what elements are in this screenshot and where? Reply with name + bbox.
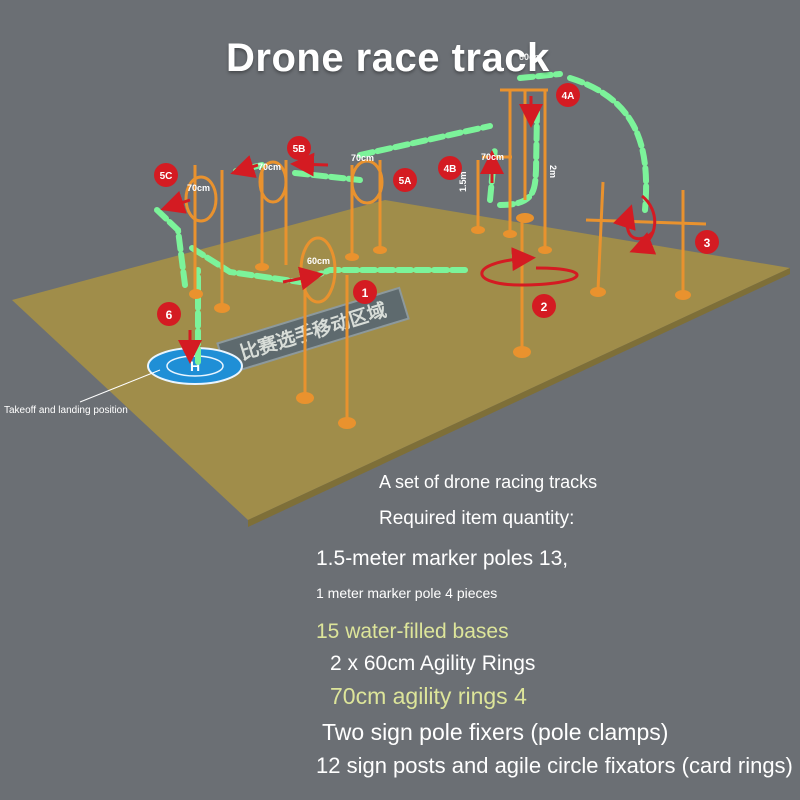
dim-5c-70cm: 70cm (187, 183, 210, 193)
svg-text:1: 1 (362, 286, 369, 300)
ground-board (12, 200, 790, 520)
item-60cm-rings: 2 x 60cm Agility Rings (330, 652, 536, 675)
marker-3: 3 (695, 230, 719, 254)
ground-board-edge (248, 268, 790, 527)
svg-text:6: 6 (166, 308, 173, 322)
description-subheading: Required item quantity: (379, 508, 575, 529)
marker-6: 6 (157, 302, 181, 326)
water-filled-bases (189, 213, 691, 429)
dim-5b-70cm: 70cm (258, 162, 281, 172)
item-water-bases: 15 water-filled bases (316, 620, 509, 643)
svg-text:5C: 5C (160, 171, 173, 182)
flight-arrows (160, 96, 657, 364)
marker-5a: 5A (393, 168, 417, 192)
item-marker-poles-1-5m: 1.5-meter marker poles 13, (316, 547, 569, 570)
svg-text:H: H (190, 358, 200, 374)
svg-text:3: 3 (704, 236, 711, 250)
svg-text:5B: 5B (293, 144, 306, 155)
dimension-labels: 60cm 60cm 70cm 70cm 70cm 70cm 2m 1.5m (187, 52, 558, 266)
marker-1: 1 (353, 280, 377, 304)
marker-5c: 5C (154, 163, 178, 187)
dim-top-60cm: 60cm (519, 52, 542, 62)
marker-5b: 5B (287, 136, 311, 160)
takeoff-landing-label: Takeoff and landing position (4, 405, 128, 416)
takeoff-pointer-line (79, 369, 161, 403)
marker-4b: 4B (438, 156, 462, 180)
page-title: Drone race track (226, 36, 550, 80)
dim-ring1-60cm: 60cm (307, 256, 330, 266)
item-sign-posts: 12 sign posts and agile circle fixators … (316, 753, 793, 778)
svg-text:4B: 4B (444, 164, 457, 175)
item-marker-pole-1m: 1 meter marker pole 4 pieces (316, 585, 498, 601)
dim-4b-70cm: 70cm (481, 152, 504, 162)
svg-text:2: 2 (541, 300, 548, 314)
svg-text:5A: 5A (399, 176, 412, 187)
marker-4a: 4A (556, 83, 580, 107)
svg-text:4A: 4A (562, 91, 575, 102)
description-heading: A set of drone racing tracks (379, 472, 598, 492)
dim-5a-70cm: 70cm (351, 153, 374, 163)
item-70cm-rings: 70cm agility rings 4 (330, 683, 527, 709)
item-pole-fixers: Two sign pole fixers (pole clamps) (322, 719, 669, 745)
marker-2: 2 (532, 294, 556, 318)
dim-2m: 2m (548, 165, 558, 178)
dim-1-5m: 1.5m (458, 171, 468, 192)
